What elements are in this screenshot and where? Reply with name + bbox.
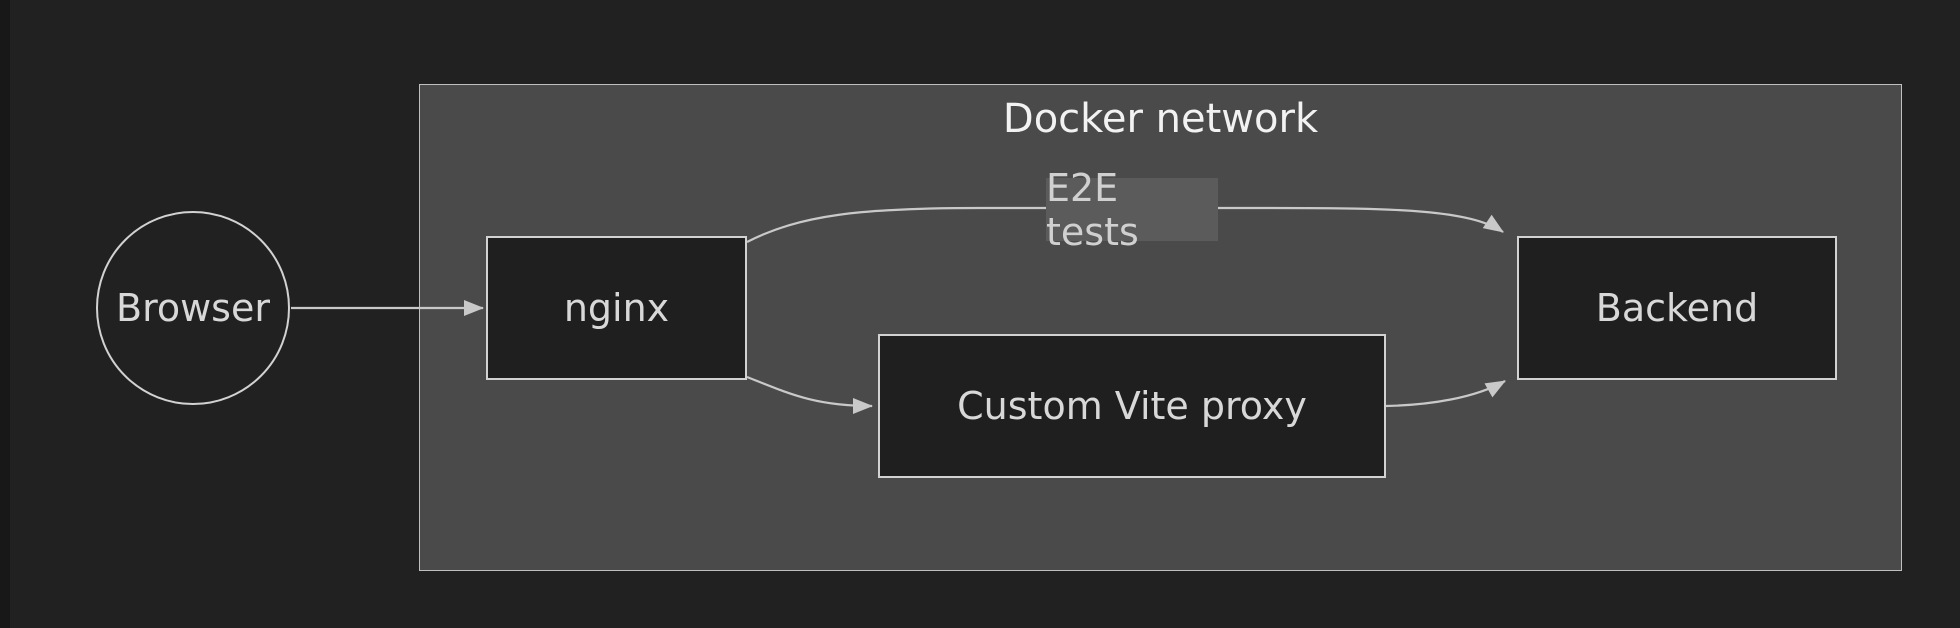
- e2e-tests-edge-label: E2E tests: [1046, 166, 1218, 254]
- nginx-node: nginx: [486, 236, 747, 380]
- backend-node-label: Backend: [1595, 286, 1759, 330]
- docker-network-title: Docker network: [1002, 96, 1319, 142]
- backend-node: Backend: [1517, 236, 1837, 380]
- left-edge-strip: [0, 0, 10, 628]
- vite-proxy-node: Custom Vite proxy: [878, 334, 1386, 478]
- vite-proxy-node-label: Custom Vite proxy: [957, 384, 1307, 428]
- nginx-node-label: nginx: [563, 286, 670, 330]
- browser-node: Browser: [96, 211, 290, 405]
- browser-node-label: Browser: [116, 286, 270, 330]
